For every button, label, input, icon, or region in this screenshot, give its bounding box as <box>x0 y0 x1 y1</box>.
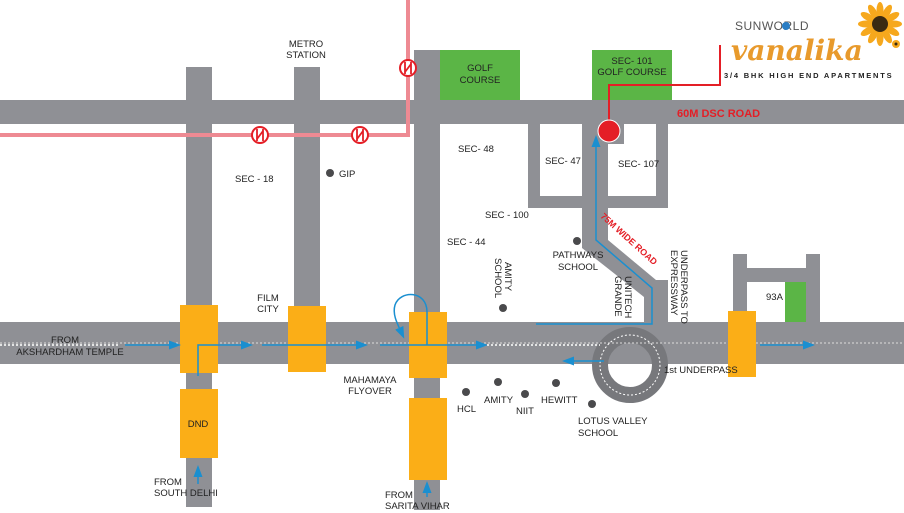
sec100-label: SEC - 100 <box>485 210 529 221</box>
road-sec107-right <box>656 124 668 208</box>
pathways-label: PATHWAYS <box>553 250 604 261</box>
flyover-film-city <box>288 306 326 372</box>
svg-text:EXPRESSWAY: EXPRESSWAY <box>668 250 679 316</box>
svg-text:CITY: CITY <box>257 304 279 315</box>
road-93a-top <box>733 268 820 282</box>
project-location-marker[interactable] <box>597 119 621 143</box>
brand-tagline: 3/4 BHK HIGH END APARTMENTS <box>724 71 893 80</box>
svg-text:COURSE: COURSE <box>460 75 501 86</box>
hewitt-label: HEWITT <box>541 395 578 406</box>
labels: METRO STATION GOLF COURSE SEC- 101 GOLF … <box>16 39 783 512</box>
unitech-grande-label: UNITECH <box>622 276 633 318</box>
sec101-golf-course-area <box>592 50 672 100</box>
golf-course-area <box>440 50 520 100</box>
route-arrow-uturn <box>393 293 428 345</box>
underpass-expressway-label: UNDERPASS TO <box>678 250 689 324</box>
dsc-road-label: 60M DSC ROAD <box>677 108 760 120</box>
flyovers <box>180 305 756 480</box>
svg-text:FLYOVER: FLYOVER <box>348 386 392 397</box>
route <box>0 135 815 497</box>
project-pointer-line <box>608 45 721 130</box>
roundabout-lane <box>599 334 661 396</box>
first-underpass-label: 1st UNDERPASS <box>664 365 738 376</box>
sec18-label: SEC - 18 <box>235 174 274 185</box>
sarita-vihar-label: FROM <box>385 490 413 501</box>
roads <box>0 50 904 510</box>
amity-dot <box>494 378 502 386</box>
sec107-label: SEC- 107 <box>618 159 659 170</box>
niit-dot <box>521 390 529 398</box>
svg-text:SCHOOL: SCHOOL <box>578 428 618 439</box>
road-underpass-link <box>655 280 668 325</box>
film-city-label: FILM <box>257 293 279 304</box>
amity-school-label: AMITY <box>502 262 513 292</box>
brand-logo: SUNWORLD vanalika 3/4 BHK HIGH END APART… <box>724 2 902 80</box>
svg-text:GOLF COURSE: GOLF COURSE <box>597 67 666 78</box>
amity-school-dot <box>499 304 507 312</box>
dsc-road <box>0 100 904 124</box>
route-arrow-dnd-turn <box>197 340 253 376</box>
flyover-93a <box>728 311 756 377</box>
lotus-dot <box>588 400 596 408</box>
svg-text:SOUTH DELHI: SOUTH DELHI <box>154 488 218 499</box>
sec47-label: SEC- 47 <box>545 156 581 167</box>
gip-dot <box>326 169 334 177</box>
metro-station-label: METRO <box>289 39 323 50</box>
sec93a-label: 93A <box>766 292 784 303</box>
brand-name: vanalika <box>731 34 863 67</box>
svg-text:SCHOOL: SCHOOL <box>558 262 598 273</box>
flyover-dnd <box>180 389 218 458</box>
flyover-dnd-junction <box>180 305 218 373</box>
road-75m-wide <box>582 124 668 324</box>
metro-icon[interactable] <box>399 59 417 77</box>
route-arrow-to-project <box>536 135 653 325</box>
metro-icons <box>251 59 417 144</box>
dnd-label: DND <box>188 419 209 430</box>
hcl-label: HCL <box>457 404 476 415</box>
sec101-label: SEC- 101 <box>611 56 652 67</box>
sunflower-icon <box>858 2 902 46</box>
flyover-sarita-vihar <box>409 398 447 480</box>
metro-line <box>0 0 410 137</box>
metro-icon[interactable] <box>351 126 369 144</box>
sec93a-green-area <box>785 282 806 322</box>
metro-icon[interactable] <box>251 126 269 144</box>
svg-text:STATION: STATION <box>286 50 326 61</box>
road-sec47-left <box>528 124 540 200</box>
gip-label: GIP <box>339 169 355 180</box>
svg-text:SCHOOL: SCHOOL <box>492 258 503 298</box>
mahamaya-flyover-label: MAHAMAYA <box>344 375 398 386</box>
sec48-label: SEC- 48 <box>458 144 494 155</box>
niit-label: NIIT <box>516 406 534 417</box>
globe-icon <box>782 22 790 30</box>
amity-label: AMITY <box>484 395 514 406</box>
brand-prefix: SUNWORLD <box>735 19 809 33</box>
svg-text:GRANDE: GRANDE <box>612 276 623 317</box>
pathways-dot <box>573 237 581 245</box>
road-93a-right <box>806 254 820 324</box>
south-delhi-label: FROM <box>154 477 182 488</box>
svg-text:SARITA VIHAR: SARITA VIHAR <box>385 501 450 512</box>
akshardham-label: FROM <box>51 335 79 346</box>
golf-course-label: GOLF <box>467 63 493 74</box>
poi-dots <box>326 169 596 408</box>
hewitt-dot <box>552 379 560 387</box>
hcl-dot <box>462 388 470 396</box>
lotus-valley-label: LOTUS VALLEY <box>578 416 648 427</box>
sec44-label: SEC - 44 <box>447 237 486 248</box>
svg-text:AKSHARDHAM TEMPLE: AKSHARDHAM TEMPLE <box>16 347 124 358</box>
